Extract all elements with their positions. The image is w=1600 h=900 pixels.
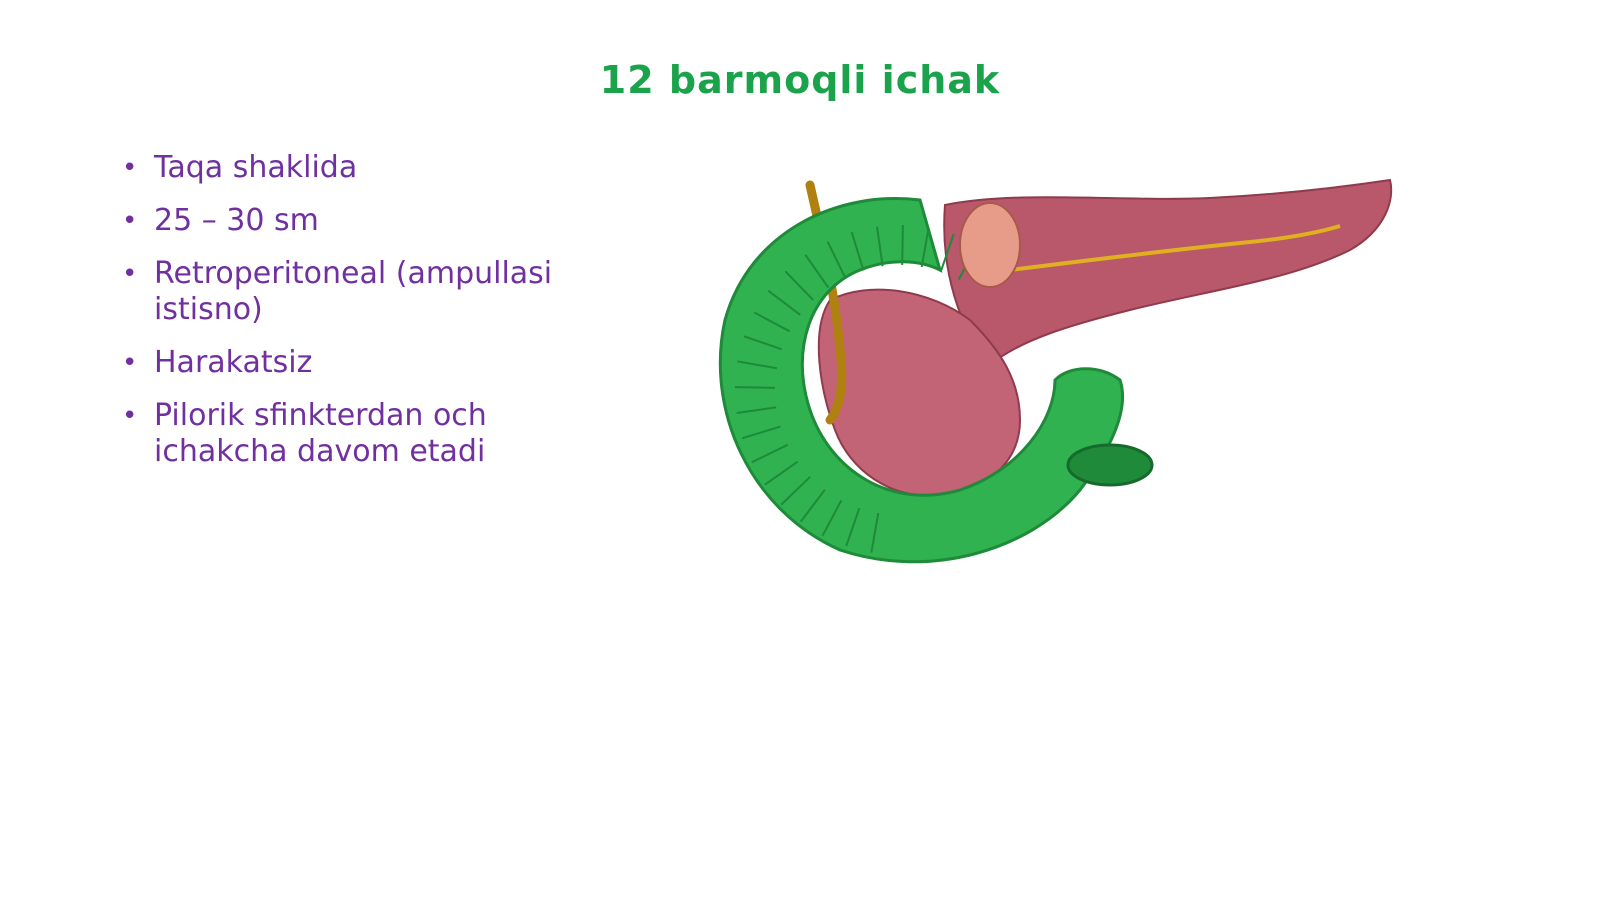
- duodenum-fold: [741, 425, 781, 440]
- bullet-item: • Retroperitoneal (ampullasi istisno): [120, 256, 590, 328]
- duodenum-fold: [767, 289, 801, 316]
- bullet-list: • Taqa shaklida • 25 – 30 sm • Retroperiton…: [120, 150, 590, 487]
- bullet-text: Pilorik sfinkterdan och ichakcha davom e…: [154, 398, 487, 469]
- duodenum-fold: [799, 489, 826, 523]
- bullet-text: 25 – 30 sm: [154, 203, 319, 238]
- duodenum-fold: [901, 225, 904, 266]
- duodenum-fold: [821, 499, 843, 537]
- duodenojejunal-opening: [1066, 443, 1154, 487]
- duodenum-c-loop: [718, 197, 1125, 564]
- duodenum-fold: [736, 406, 777, 414]
- bullet-item: • Harakatsiz: [120, 345, 590, 381]
- duodenum-fold: [735, 386, 776, 389]
- bullet-dot: •: [122, 259, 138, 289]
- duodenum-fold: [876, 226, 884, 267]
- duodenum-fold: [920, 227, 930, 268]
- duodenum-fold: [784, 270, 814, 301]
- pylorus-opening: [959, 202, 1021, 288]
- bullet-text: Taqa shaklida: [154, 150, 358, 185]
- duodenum-fold: [737, 360, 778, 370]
- bullet-dot: •: [122, 348, 138, 378]
- duodenum-fold: [850, 231, 865, 271]
- duodenum-fold: [753, 311, 791, 333]
- bullet-dot: •: [122, 206, 138, 236]
- bullet-text: Harakatsiz: [154, 345, 313, 380]
- duodenum-fold: [870, 512, 880, 553]
- duodenum-pancreas-illustration: [690, 150, 1410, 594]
- bullet-dot: •: [122, 153, 138, 183]
- duodenum-fold: [845, 507, 861, 547]
- slide-title: 12 barmoqli ichak: [599, 58, 1001, 102]
- duodenum-fold: [939, 233, 955, 273]
- pancreatic-duct: [1009, 224, 1341, 272]
- bullet-item: • 25 – 30 sm: [120, 203, 590, 239]
- duodenum-fold: [780, 476, 811, 506]
- duodenum-fold: [743, 335, 783, 351]
- duodenum-fold: [826, 241, 847, 279]
- bullet-item: • Pilorik sfinkterdan och ichakcha davom …: [120, 398, 590, 470]
- duodenum-folds: [735, 225, 979, 553]
- bullet-item: • Taqa shaklida: [120, 150, 590, 186]
- bullet-text: Retroperitoneal (ampullasi istisno): [154, 256, 553, 327]
- duodenum-fold: [764, 460, 799, 486]
- anatomy-figure: [718, 178, 1393, 564]
- bullet-dot: •: [122, 401, 138, 431]
- duodenum-fold: [804, 254, 830, 289]
- duodenum-fold: [751, 443, 789, 464]
